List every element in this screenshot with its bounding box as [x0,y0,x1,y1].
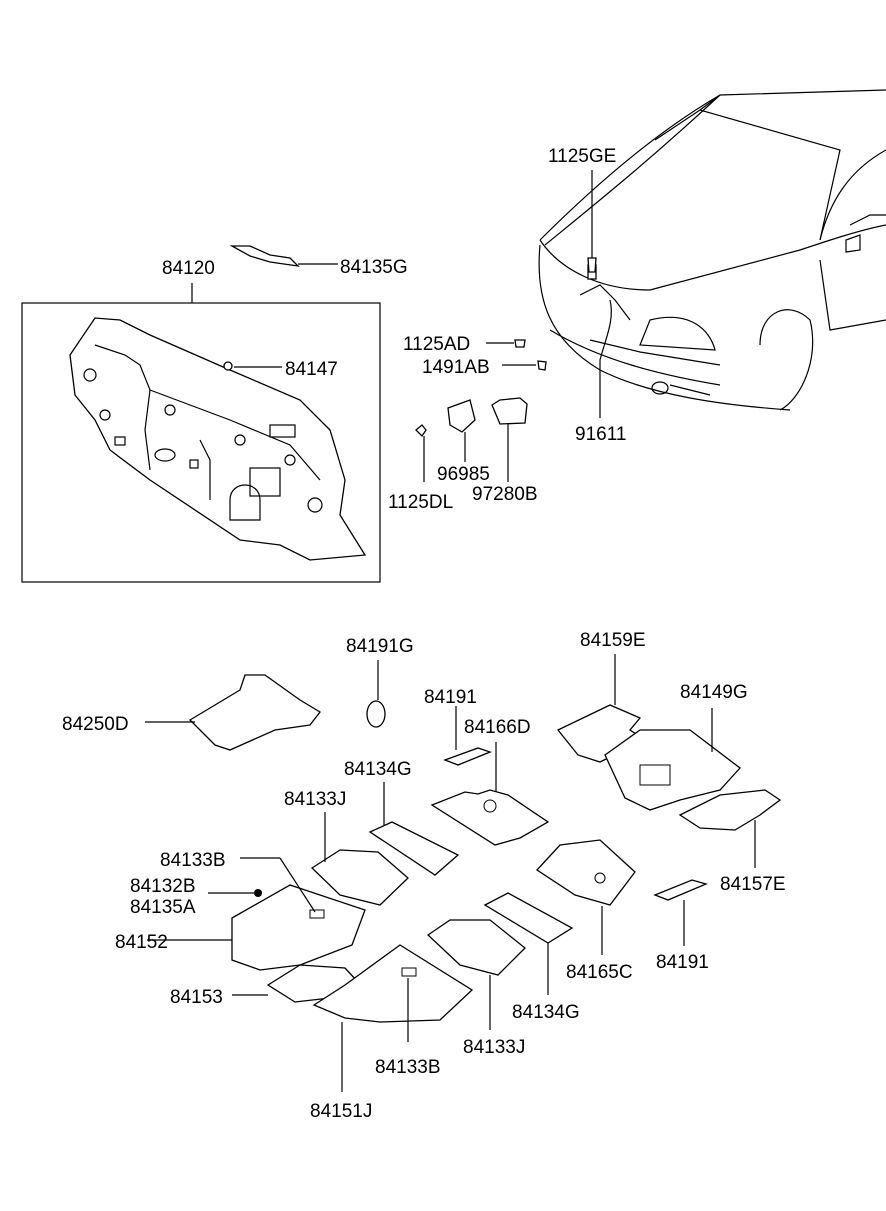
part-84132B [254,889,262,897]
part-84134G-upper [368,821,460,876]
part-84147 [223,361,233,371]
part-84120-frame [21,302,381,583]
label-84132B: 84132B [130,876,196,897]
label-84135A: 84135A [130,897,196,918]
label-1125AD: 1125AD [403,334,470,355]
label-84133B-lower: 84133B [375,1057,441,1078]
label-84151J: 84151J [310,1101,372,1122]
label-84120: 84120 [162,258,215,279]
part-97280B [491,397,528,425]
part-84133J-lower [426,919,526,976]
label-84159E: 84159E [580,630,646,651]
part-84149G [604,729,741,811]
label-84149G: 84149G [680,682,748,703]
part-84133J-upper [310,849,409,906]
part-84134G-lower [483,892,574,944]
label-84152: 84152 [115,932,168,953]
part-1125GE [587,257,597,273]
label-84133J-upper: 84133J [284,789,346,810]
label-84153: 84153 [170,987,223,1008]
label-84166D: 84166D [464,717,531,738]
label-84133J-lower: 84133J [463,1037,525,1058]
label-84134G-lower: 84134G [512,1002,580,1023]
label-91611: 91611 [575,424,626,445]
label-84147: 84147 [285,359,338,380]
part-84250D [188,674,321,751]
label-84133B-upper: 84133B [160,850,226,871]
label-1125GE: 1125GE [548,146,616,167]
part-84157E [678,789,782,831]
part-84191-upper [443,747,492,766]
label-84135G: 84135G [340,257,408,278]
label-84134G-upper: 84134G [344,759,412,780]
part-1125DL [415,424,427,438]
labels: 84120 84135G 84147 1125GE 1125AD 1491AB … [62,146,786,1122]
part-84191G [366,700,386,728]
label-1491AB: 1491AB [422,357,490,378]
label-96985: 96985 [437,464,490,485]
label-84250D: 84250D [62,714,129,735]
part-1125AD [514,339,526,348]
part-84166D [430,789,550,846]
label-84191-lower: 84191 [656,952,709,973]
label-97280B: 97280B [472,484,538,505]
part-84191-lower [653,879,708,901]
part-1491AB [537,360,547,371]
part-84120-shape [69,317,367,561]
part-84135G [229,245,300,267]
part-84152 [231,884,366,971]
part-96985 [447,399,476,433]
car-front-illustration [538,89,886,411]
label-84191-upper: 84191 [424,687,477,708]
label-84165C: 84165C [566,962,633,983]
part-84151J [312,944,474,1023]
label-1125DL: 1125DL [388,492,453,513]
part-84165C [536,839,636,906]
label-84191G: 84191G [346,636,414,657]
label-84157E: 84157E [720,874,786,895]
